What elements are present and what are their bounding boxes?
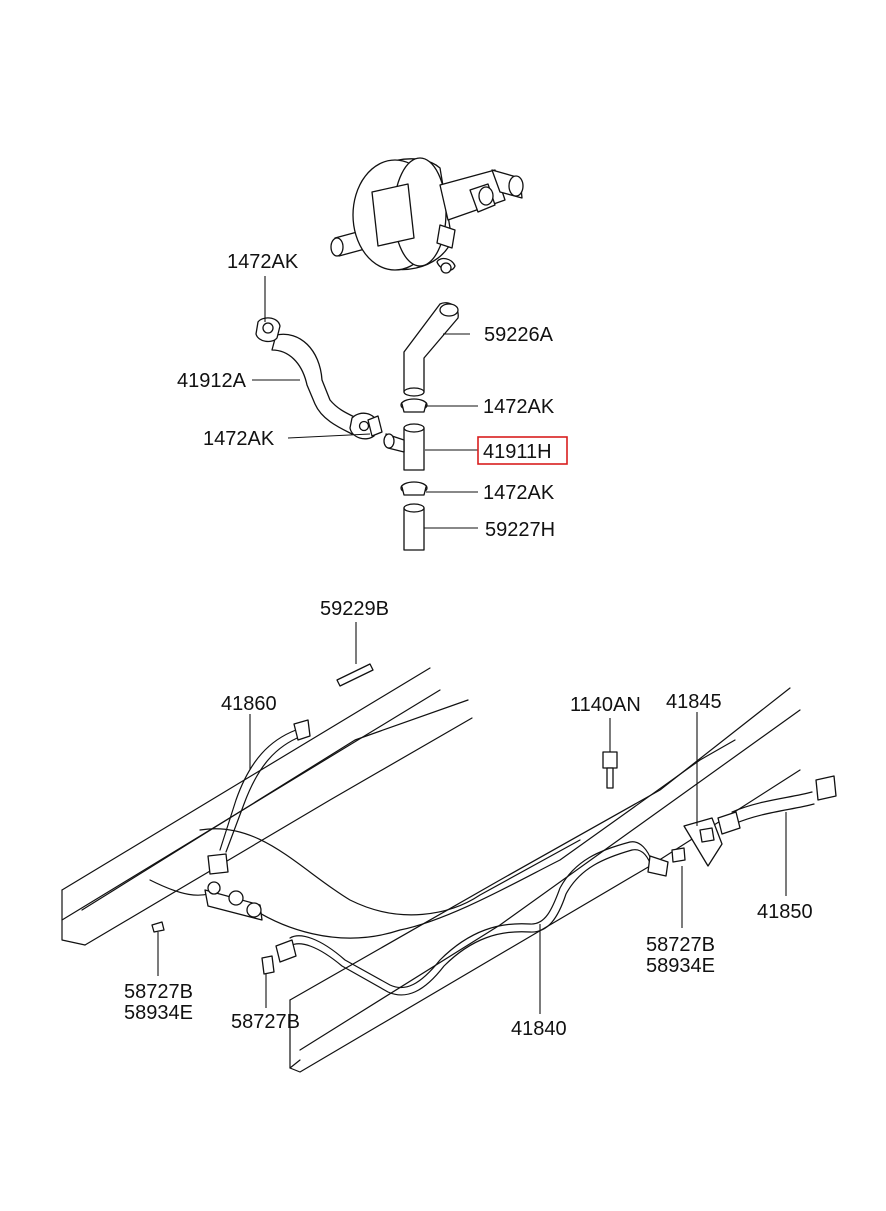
label-1472ak-right-lower: 1472AK (483, 482, 555, 504)
label-58727b-left: 58727B (124, 981, 193, 1003)
label-41845: 41845 (666, 691, 722, 713)
label-41912a: 41912A (177, 370, 247, 392)
label-58727b-center: 58727B (231, 1011, 300, 1033)
brake-line-41840 (275, 841, 669, 996)
line-41850 (717, 775, 837, 835)
label-1472ak-left: 1472AK (203, 428, 275, 450)
label-59229b: 59229B (320, 598, 389, 620)
pin-59229b (336, 663, 374, 687)
label-41850: 41850 (757, 901, 813, 923)
clamp-1472ak-right-upper (400, 398, 428, 413)
label-1472ak-top: 1472AK (227, 251, 299, 273)
distribution-block (204, 881, 263, 921)
hose-59227h (403, 503, 425, 551)
clips (151, 847, 686, 975)
label-59227h: 59227H (485, 519, 555, 541)
bolt-1140an (602, 751, 618, 789)
clamp-1472ak-right-lower (400, 481, 428, 496)
brake-line-41860 (207, 719, 311, 875)
leader-lines (157, 276, 787, 1014)
label-41860: 41860 (221, 693, 277, 715)
label-58934e-right: 58934E (646, 955, 715, 977)
bracket-41845 (683, 817, 723, 867)
label-41840: 41840 (511, 1018, 567, 1040)
highlight-box-41911h (477, 436, 568, 465)
label-41911h[interactable]: 41911H (483, 441, 552, 463)
brake-booster (330, 157, 524, 274)
label-1472ak-right-upper: 1472AK (483, 396, 555, 418)
tee-41911h (383, 423, 425, 471)
label-1140an: 1140AN (570, 694, 641, 716)
clamp-1472ak-left (349, 412, 383, 440)
label-58934e-left: 58934E (124, 1002, 193, 1024)
label-59226a: 59226A (484, 324, 554, 346)
hose-41912a (271, 333, 361, 435)
clamp-1472ak-top (255, 317, 281, 343)
label-58727b-right: 58727B (646, 934, 715, 956)
hose-59226a (403, 302, 459, 397)
